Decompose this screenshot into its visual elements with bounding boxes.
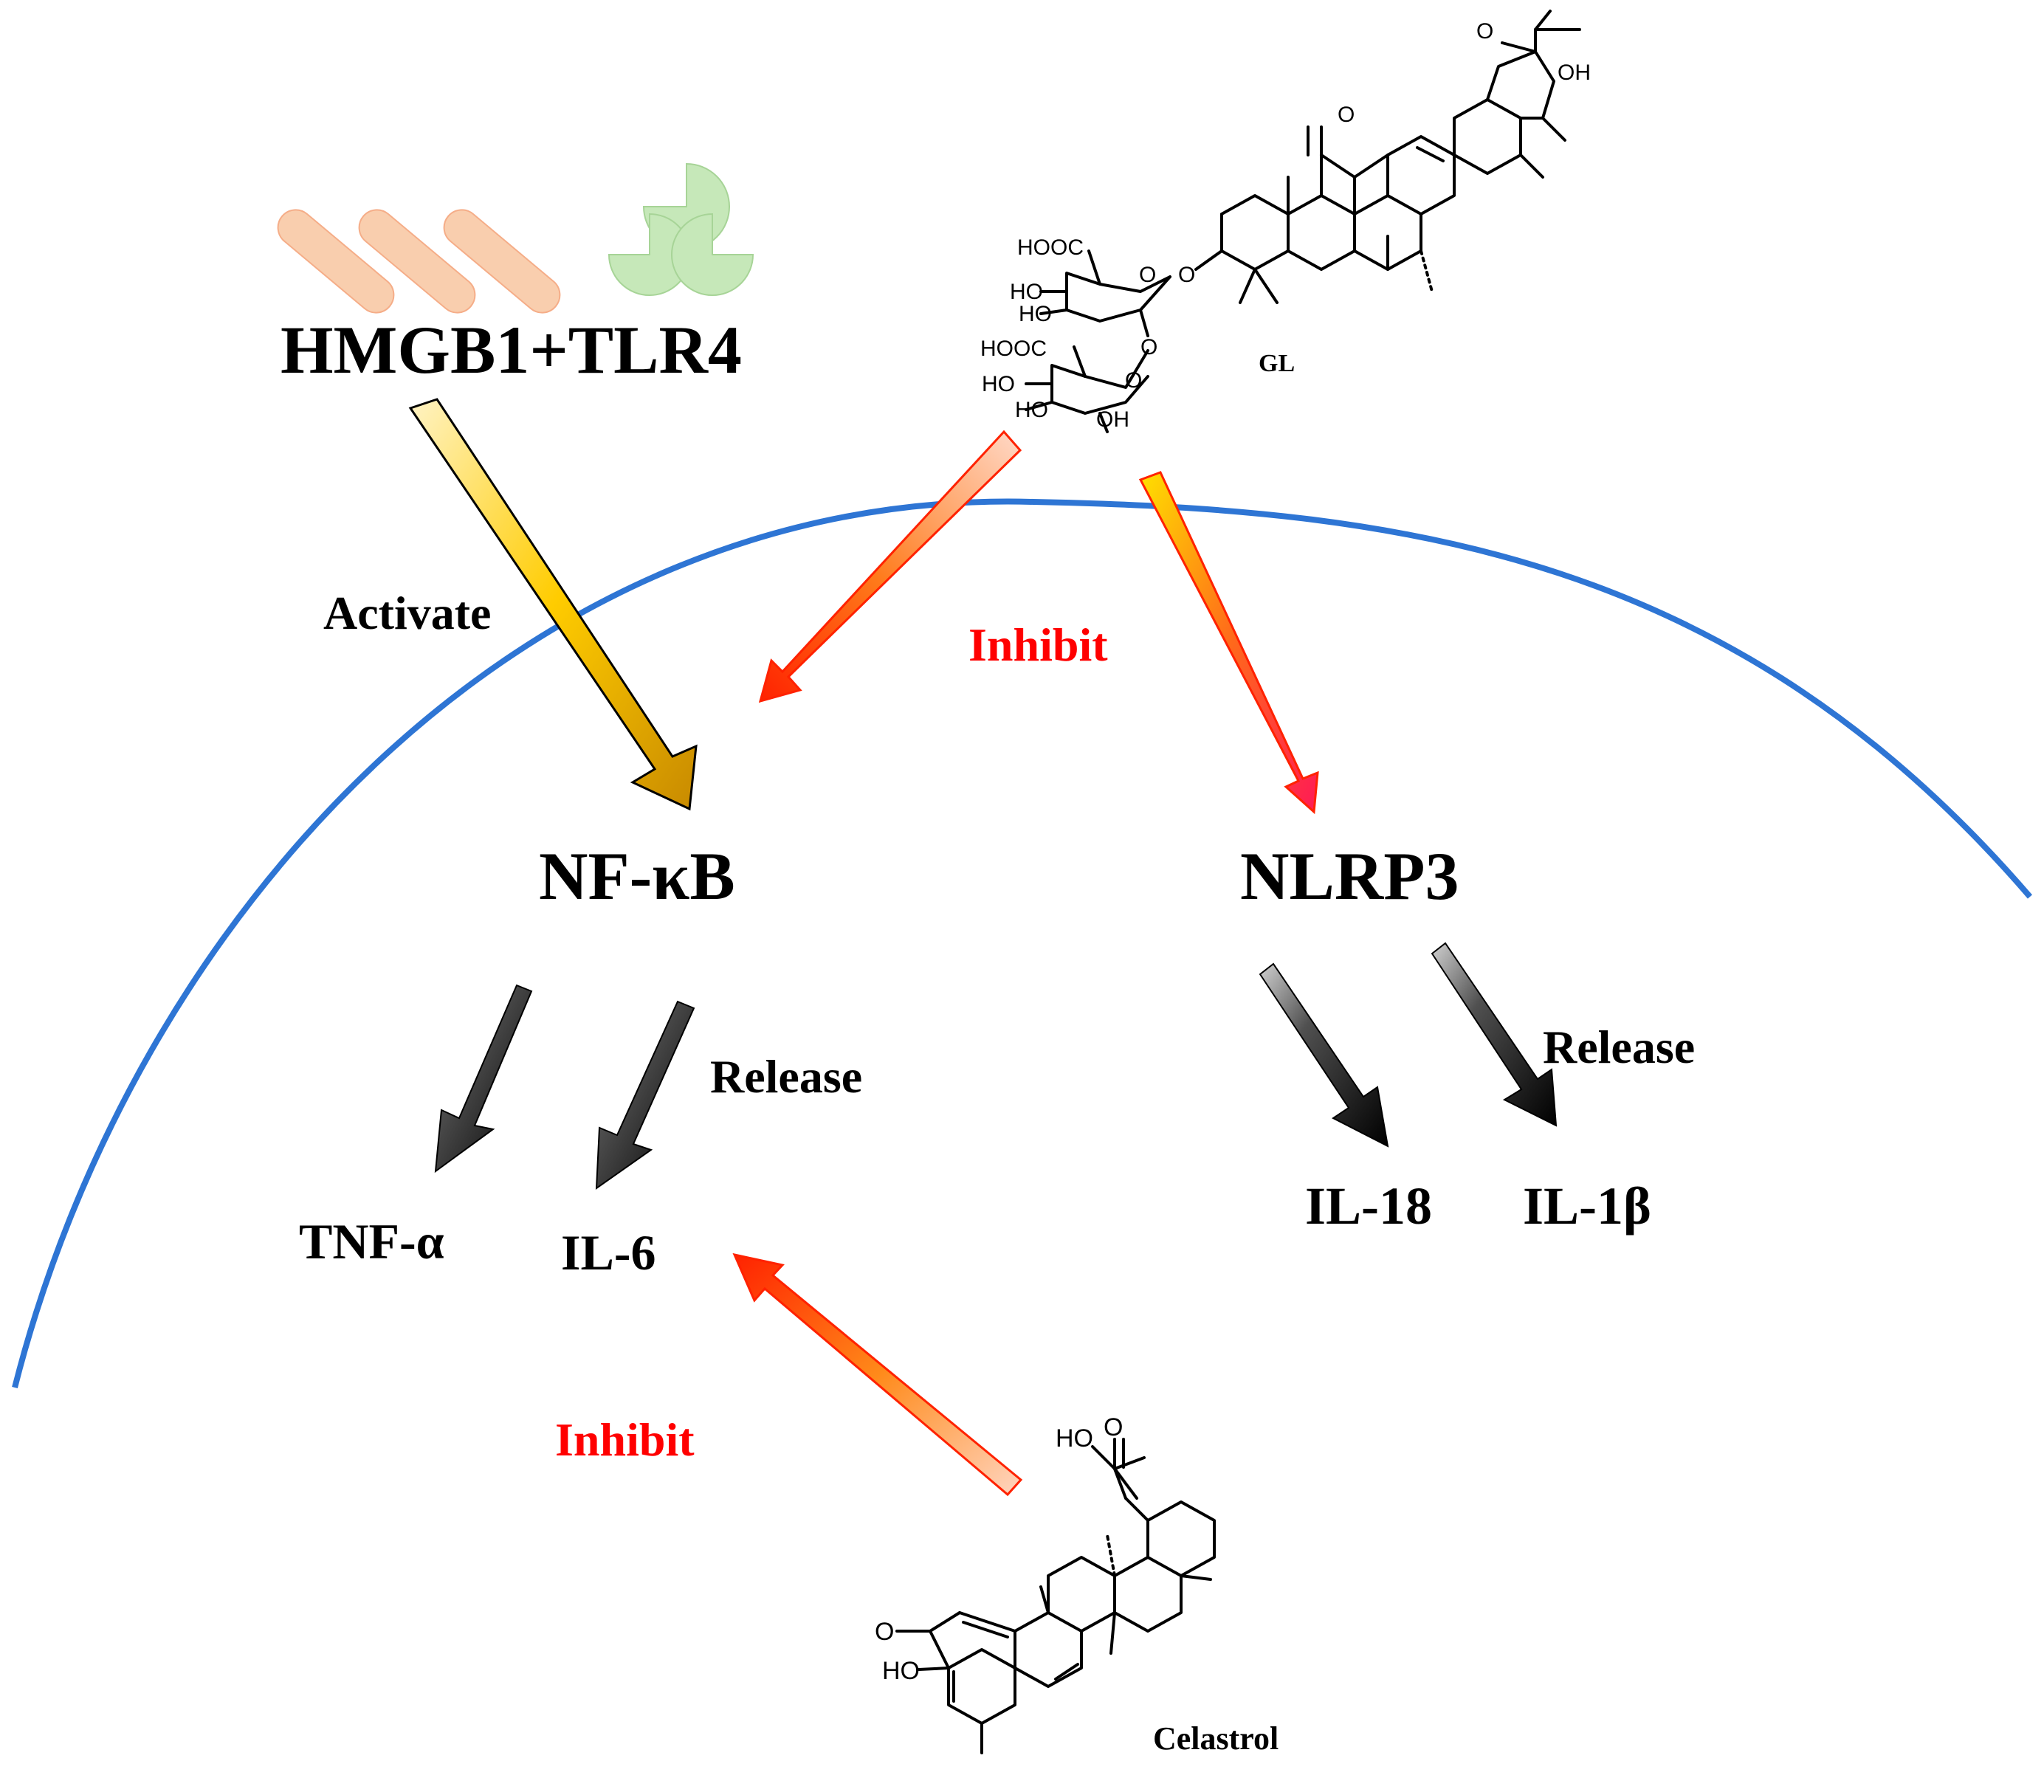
gl-ho-4: HO	[1015, 398, 1048, 422]
gl-link-o1: O	[1178, 263, 1195, 287]
gl-ho-2: HO	[1019, 302, 1052, 326]
gl-name-label: GL	[1259, 350, 1295, 377]
inhibit-label-bottom: Inhibit	[555, 1413, 695, 1466]
gl-link-o2: O	[1140, 335, 1157, 359]
hmgb1-icon	[277, 209, 561, 314]
gl-oh-5: OH	[1096, 407, 1129, 432]
celastrol-name-label: Celastrol	[1153, 1720, 1279, 1757]
il6-label: IL-6	[561, 1224, 655, 1281]
receptor-label: HMGB1+TLR4	[281, 312, 742, 387]
release-arrow-tnf	[434, 984, 533, 1174]
tnf-label: TNF-α	[299, 1213, 444, 1269]
release-label-right: Release	[1543, 1021, 1695, 1073]
gl-cooh-o: O	[1476, 19, 1493, 44]
release-arrow-il6	[595, 1000, 695, 1190]
nlrp3-label: NLRP3	[1240, 838, 1459, 914]
celastrol-phenol-ho: HO	[882, 1657, 920, 1685]
il1b-label: IL-1β	[1523, 1176, 1651, 1236]
gl-hooc-1: HOOC	[1017, 235, 1084, 260]
tlr4-icon	[608, 162, 754, 296]
nfkb-label: NF-κB	[539, 838, 735, 914]
gl-hooc-2: HOOC	[980, 337, 1047, 361]
celastrol-acid-o: O	[1104, 1413, 1123, 1441]
release-arrow-il1b	[1431, 942, 1558, 1127]
celastrol-ketone-o: O	[875, 1618, 894, 1646]
inhibit-arrow-il6	[732, 1252, 1023, 1497]
inhibit-label-top: Inhibit	[968, 618, 1108, 671]
inhibit-arrow-nfkb	[758, 430, 1022, 703]
gl-ho-1: HO	[1010, 280, 1043, 304]
release-arrow-il18	[1259, 962, 1389, 1148]
release-label-left: Release	[710, 1050, 862, 1103]
gl-cooh-oh: OH	[1558, 61, 1591, 85]
celastrol-acid-ho: HO	[1056, 1424, 1093, 1452]
gl-ring-o1: O	[1139, 263, 1156, 287]
activate-arrow	[408, 398, 698, 811]
celastrol-structure: O HO O HO	[875, 1413, 1216, 1754]
gl-structure: O OH O O O O O HOOC HO HO HOOC HO HO OH	[980, 10, 1591, 433]
gl-ketone-o: O	[1338, 103, 1355, 127]
activate-label: Activate	[323, 587, 491, 639]
gl-ring-o2: O	[1125, 368, 1142, 393]
inhibit-arrow-nlrp3	[1138, 471, 1319, 815]
gl-ho-3: HO	[982, 372, 1015, 396]
il18-label: IL-18	[1305, 1176, 1432, 1236]
